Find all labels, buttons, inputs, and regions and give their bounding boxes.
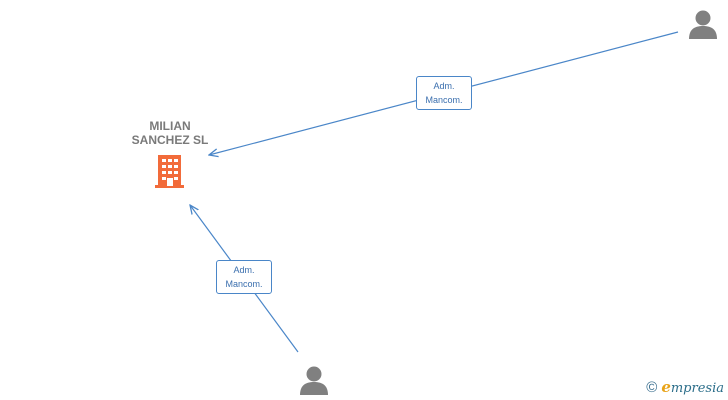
relation-label-role: Adm. [433, 81, 455, 91]
relation-label-role: Adm. [233, 265, 255, 275]
relation-label-type: Mancom. [225, 279, 263, 289]
empresia-logo: empresia [661, 378, 724, 396]
relation-label-2[interactable]: Adm. Mancom. [216, 260, 272, 294]
person-icon[interactable] [689, 10, 717, 40]
relation-label-type: Mancom. [425, 95, 463, 105]
building-icon[interactable] [155, 155, 184, 188]
person-icon[interactable] [300, 366, 328, 396]
company-name[interactable]: MILIAN SANCHEZ SL [131, 119, 209, 147]
copyright-icon: © [646, 378, 658, 396]
empresia-watermark: © empresia [646, 378, 724, 396]
relation-label-1[interactable]: Adm. Mancom. [416, 76, 472, 110]
